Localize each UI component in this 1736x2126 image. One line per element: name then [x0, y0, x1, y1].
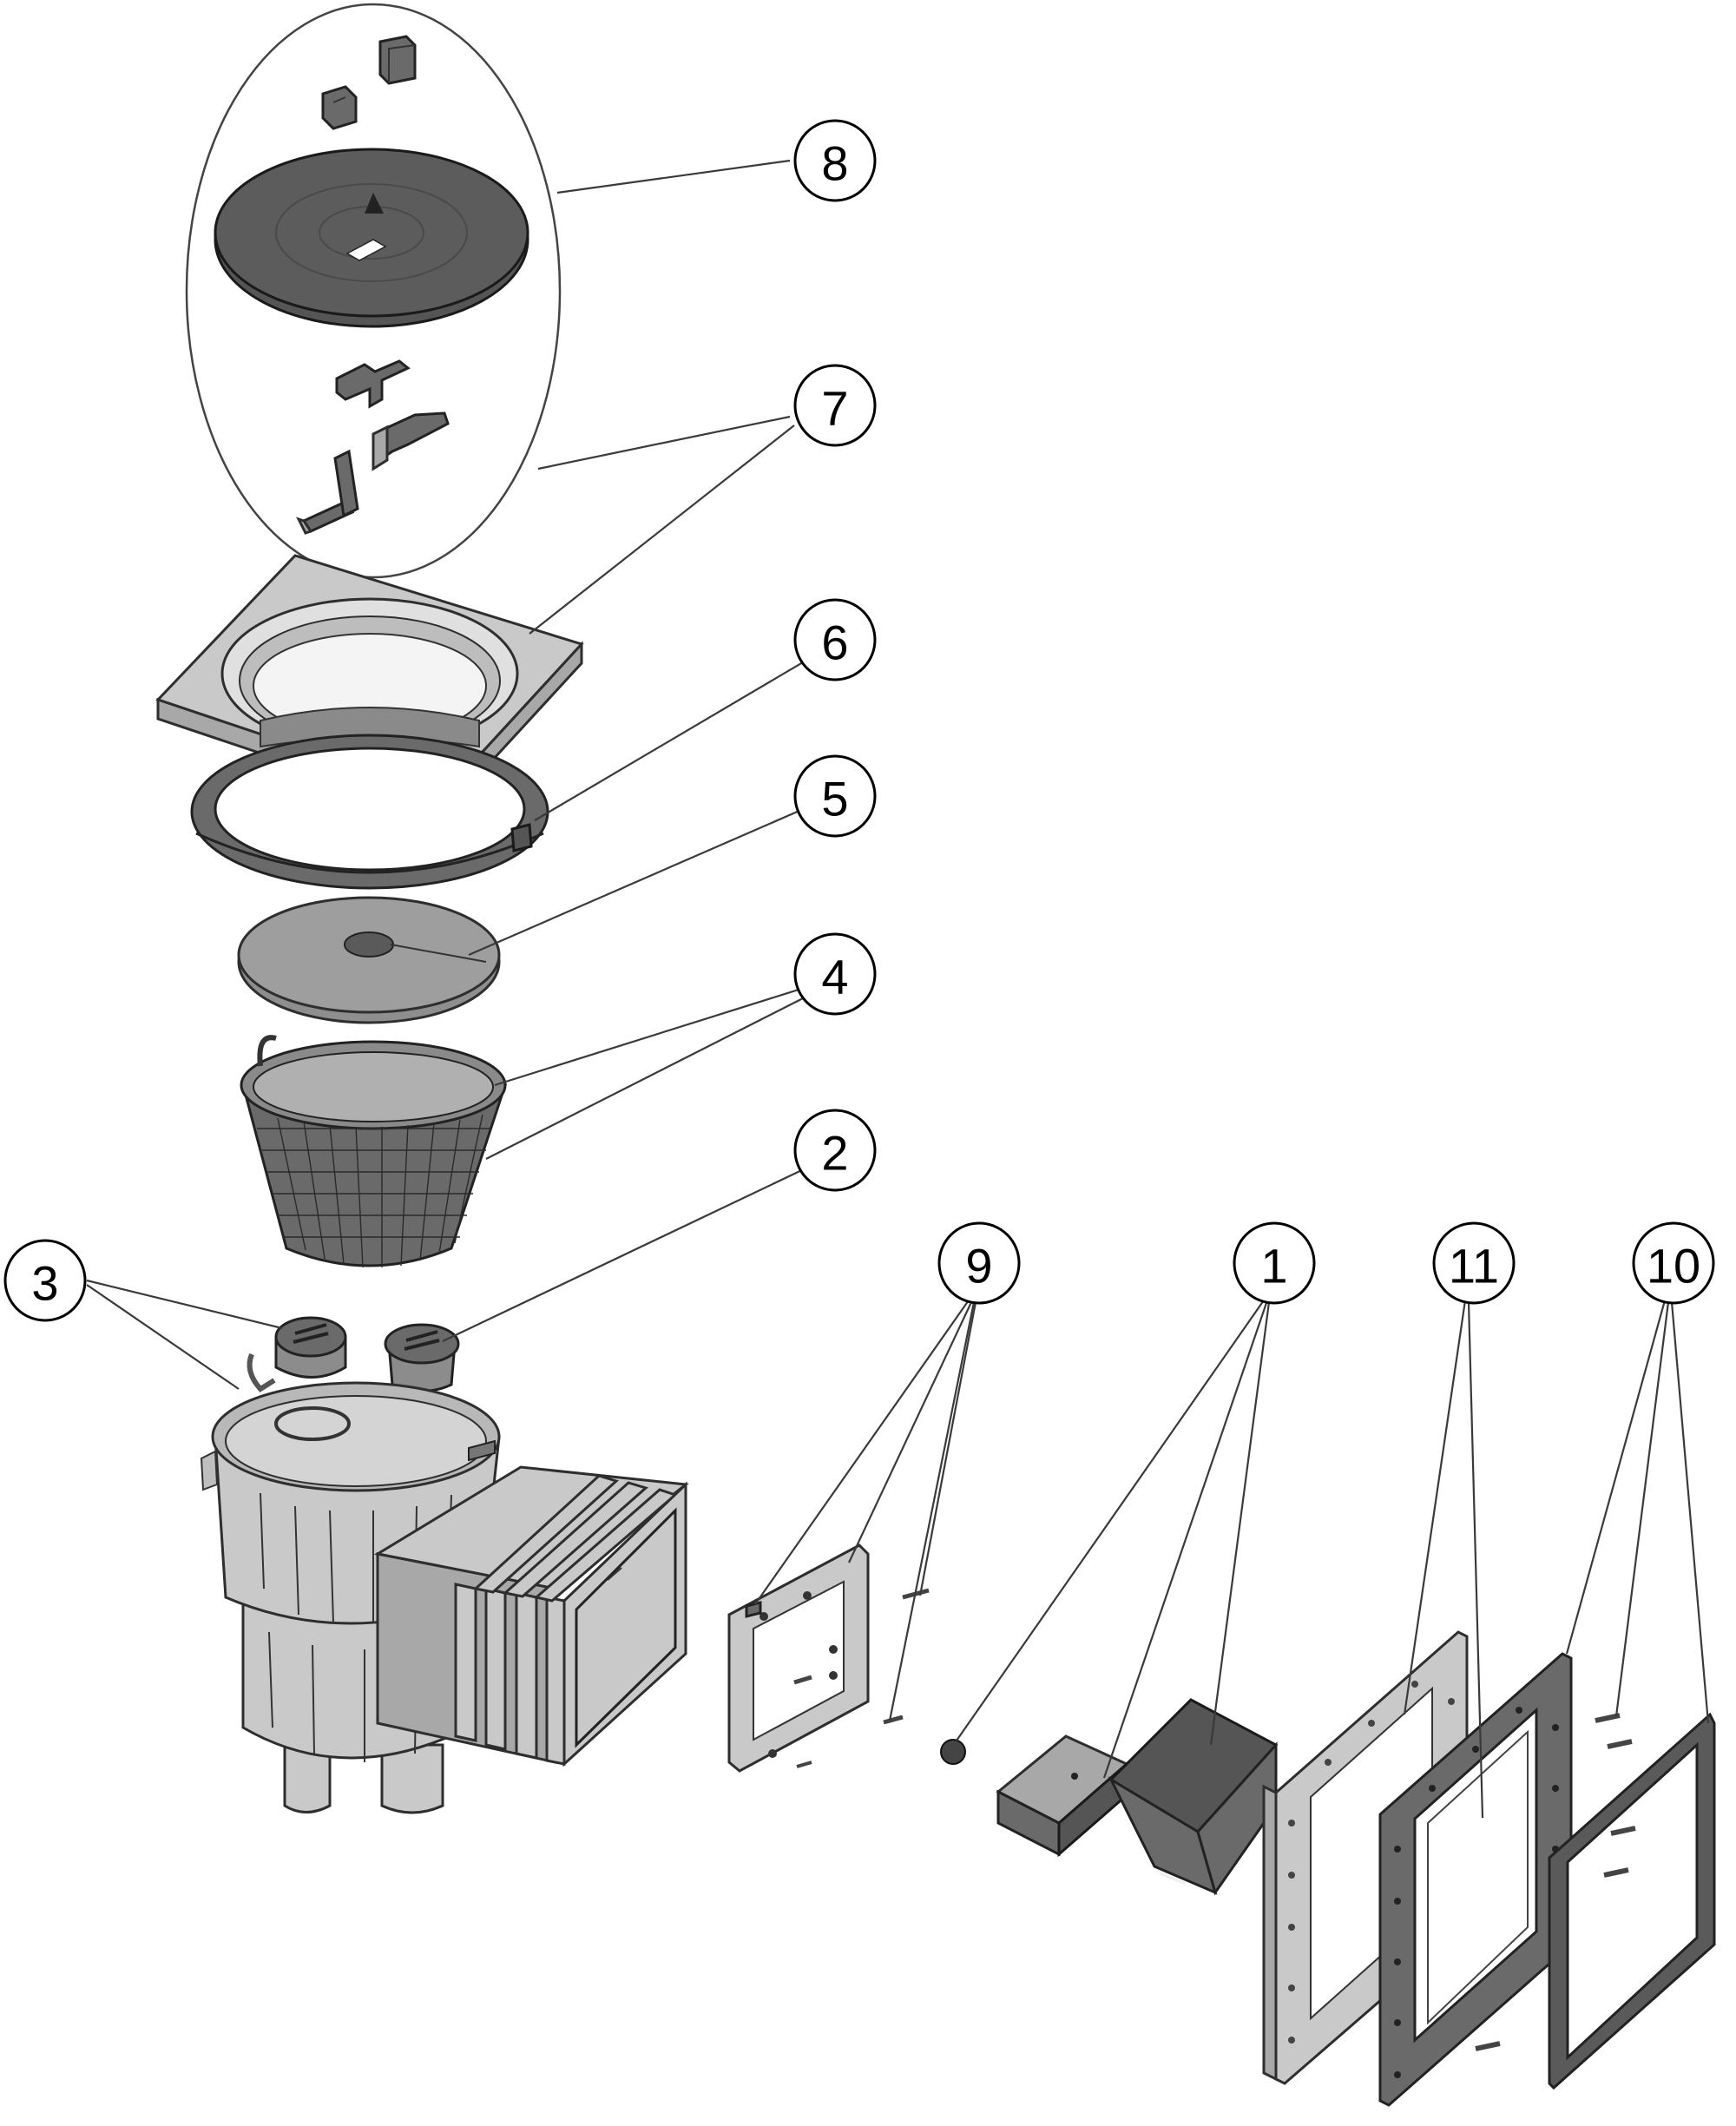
- callout-3-label: 3: [31, 1256, 58, 1311]
- callout-10-label: 10: [1647, 1239, 1700, 1293]
- part-7-bracket-left: [296, 449, 359, 535]
- callout-8: 8: [793, 119, 877, 202]
- callout-10: 10: [1632, 1221, 1715, 1305]
- skimmer-fins: [454, 1474, 678, 1766]
- callout-11: 11: [1432, 1221, 1516, 1305]
- detail-ellipse: [185, 3, 562, 579]
- callout-3: 3: [3, 1239, 87, 1322]
- part-1-flap: [1108, 1698, 1279, 1896]
- callout-1: 1: [1233, 1221, 1316, 1305]
- part-4-basket: [240, 1035, 508, 1268]
- callout-6: 6: [793, 598, 877, 681]
- part-10-gasket-frame: [1378, 1652, 1573, 2107]
- part-6-ring: [190, 734, 549, 890]
- part-7-bracket-right: [372, 411, 450, 471]
- leader-lines: [86, 159, 1710, 1819]
- callout-5-label: 5: [821, 772, 848, 826]
- callout-9-label: 9: [965, 1239, 992, 1293]
- callout-2: 2: [793, 1109, 877, 1192]
- callout-7-label: 7: [821, 381, 848, 436]
- callout-1-label: 1: [1260, 1239, 1287, 1293]
- part-8-lid: [214, 148, 529, 328]
- callout-5: 5: [793, 754, 877, 838]
- part-7-cross-clip: [335, 359, 411, 409]
- callout-6-label: 6: [821, 615, 848, 670]
- part-5-disc: [237, 896, 501, 1024]
- part-8-clip-top: [378, 35, 417, 85]
- callout-4-label: 4: [821, 950, 848, 1004]
- part-10-rear-frame: [1548, 1712, 1716, 2090]
- part-2-cap: [384, 1323, 460, 1392]
- callout-4: 4: [793, 932, 877, 1016]
- callout-8-label: 8: [821, 136, 848, 191]
- part-1-plug: [940, 1739, 966, 1765]
- part-10-screws: [1595, 1713, 1636, 1878]
- callout-7: 7: [793, 364, 877, 447]
- callout-9: 9: [937, 1221, 1021, 1305]
- part-1-block: [996, 1734, 1129, 1858]
- basket-mesh: [257, 1114, 491, 1268]
- skimmer-body: [200, 1381, 689, 1814]
- callout-11-label: 11: [1449, 1239, 1499, 1293]
- callout-2-label: 2: [821, 1126, 848, 1181]
- part-9-frame: [727, 1543, 870, 1773]
- part-3-cap: [247, 1316, 347, 1392]
- part-8-clip-left: [321, 85, 358, 130]
